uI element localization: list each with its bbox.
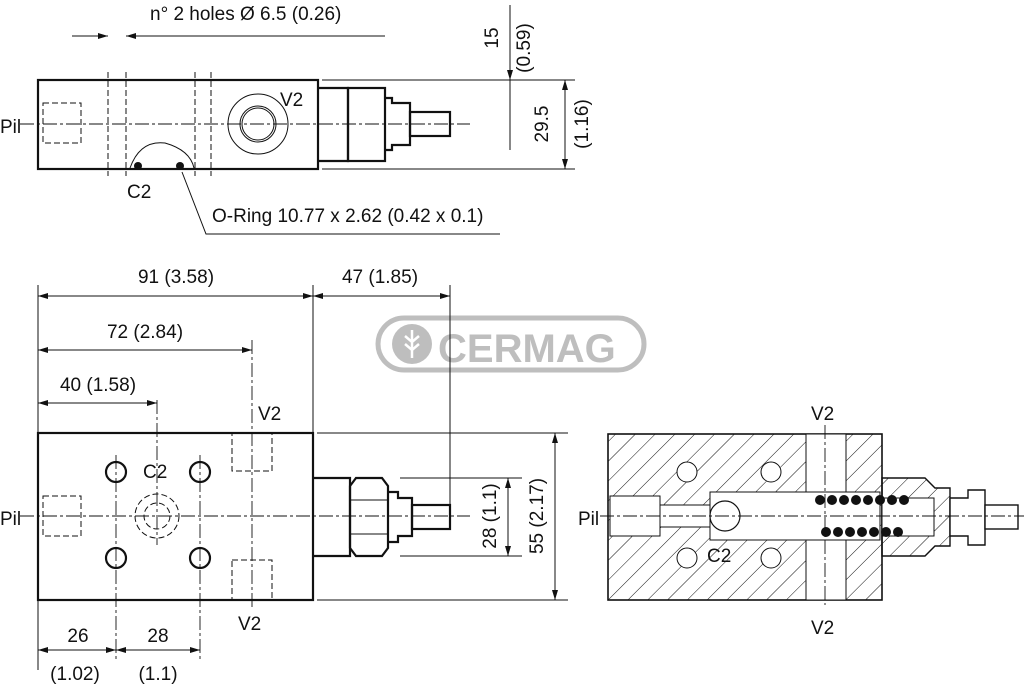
c2-port-section bbox=[129, 142, 195, 169]
dim-28-vertical: 28 (1.1) bbox=[480, 483, 501, 548]
label-c2: C2 bbox=[707, 546, 731, 567]
label-v2-bottom: V2 bbox=[238, 614, 261, 635]
dim-26: 26 bbox=[67, 626, 88, 647]
front-hex-nut bbox=[348, 476, 390, 558]
dim-26-inch: (1.02) bbox=[50, 664, 100, 685]
dim-28-horizontal-inch: (1.1) bbox=[138, 664, 177, 685]
dim-72: 72 (2.84) bbox=[107, 322, 183, 343]
spring bbox=[815, 495, 909, 537]
dim-40: 40 (1.58) bbox=[60, 375, 136, 396]
label-v2-top: V2 bbox=[258, 404, 281, 425]
label-pil: Pil bbox=[578, 509, 599, 530]
label-v2-top: V2 bbox=[811, 404, 834, 425]
top-view: n° 2 holes Ø 6.5 (0.26) 15 (0.59) 29.5 (… bbox=[0, 4, 593, 235]
pil-port-hidden bbox=[42, 102, 82, 144]
dim-47: 47 (1.85) bbox=[342, 267, 418, 288]
label-c2: C2 bbox=[127, 182, 151, 203]
dim-15: 15 bbox=[482, 27, 503, 48]
dim-15-inch: (0.59) bbox=[514, 23, 535, 73]
label-pil: Pil bbox=[0, 117, 21, 138]
dim-29-5: 29.5 bbox=[532, 106, 553, 143]
top-hex-nut bbox=[346, 86, 387, 163]
front-lock-nut bbox=[388, 490, 414, 544]
oring-note: O-Ring 10.77 x 2.62 (0.42 x 0.1) bbox=[212, 206, 483, 227]
section-holes bbox=[676, 461, 782, 569]
dim-91: 91 (3.58) bbox=[138, 267, 214, 288]
front-block bbox=[36, 431, 315, 602]
label-v2: V2 bbox=[280, 90, 303, 111]
label-v2-bottom: V2 bbox=[811, 618, 834, 639]
dim-28-horizontal: 28 bbox=[147, 626, 168, 647]
label-pil: Pil bbox=[0, 509, 21, 530]
front-adjust-screw bbox=[410, 503, 452, 531]
top-adjust-screw bbox=[408, 110, 452, 138]
oring-left bbox=[134, 162, 142, 170]
front-view: 91 (3.58) 47 (1.85) 72 (2.84) 40 (1.58) … bbox=[0, 267, 568, 685]
oring-leader bbox=[181, 171, 500, 235]
cermag-logo: CERMAG bbox=[375, 315, 647, 373]
logo-text: CERMAG bbox=[438, 327, 616, 371]
holes-note: n° 2 holes Ø 6.5 (0.26) bbox=[150, 4, 341, 25]
front-cartridge-body bbox=[313, 476, 352, 558]
dim-29-5-inch: (1.16) bbox=[572, 99, 593, 149]
section-view: V2 V2 Pil C2 bbox=[578, 404, 1024, 639]
v2-port-outline bbox=[227, 93, 289, 155]
oring-right bbox=[176, 162, 184, 170]
label-c2: C2 bbox=[143, 462, 167, 483]
dim-55: 55 (2.17) bbox=[527, 478, 548, 554]
top-cartridge-body bbox=[318, 86, 350, 163]
section-adjust-screw bbox=[984, 504, 1019, 530]
